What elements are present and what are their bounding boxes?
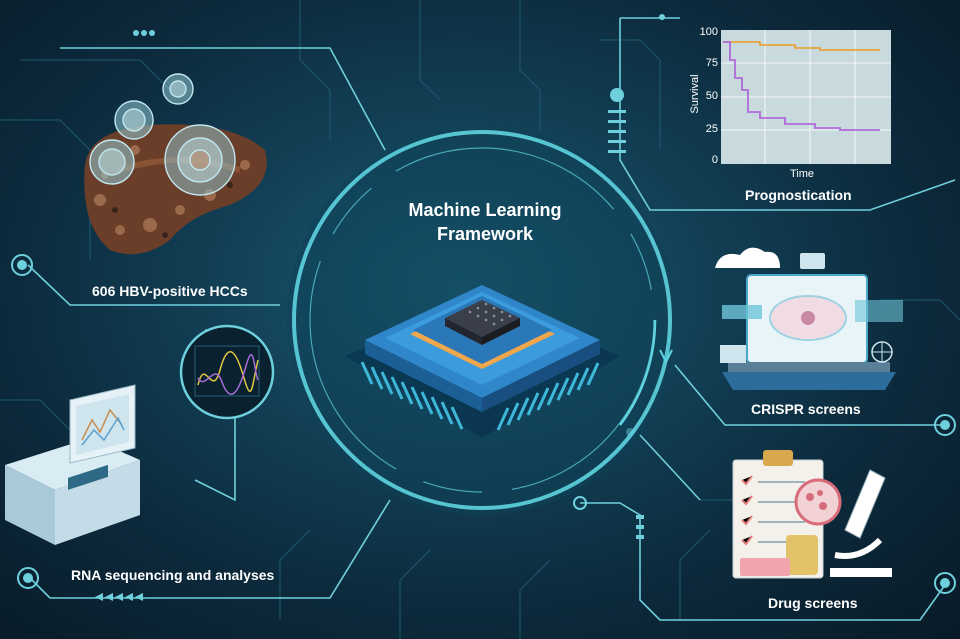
connector-drug-inner — [639, 434, 701, 501]
node-bar — [636, 535, 644, 539]
drug-screens-illustration — [732, 450, 892, 579]
connector-drug — [580, 502, 946, 621]
survival-plot — [721, 30, 891, 164]
y-tick-label: 100 — [699, 26, 718, 38]
y-tick-label: 75 — [705, 57, 718, 69]
microscope-icon — [844, 469, 886, 539]
title-line-1: Machine Learning — [408, 200, 562, 220]
pill-bottle-icon — [786, 535, 818, 575]
signal-graph-circle — [179, 324, 275, 420]
target-ring-hcc — [11, 254, 33, 276]
node-bar — [608, 150, 626, 153]
target-ring-drug — [934, 572, 956, 594]
diagram-title: Machine Learning Framework — [380, 198, 590, 246]
pill-pack-icon — [740, 558, 790, 576]
node-bar — [608, 110, 626, 113]
label-prognostication: Prognostication — [745, 187, 852, 203]
y-tick-label: 50 — [705, 90, 718, 102]
node-bar — [608, 120, 626, 123]
node-bar — [608, 130, 626, 133]
node-dot — [133, 30, 139, 36]
label-drug-screens: Drug screens — [768, 595, 858, 611]
target-ring-rna — [17, 567, 39, 589]
node-dot — [659, 14, 665, 20]
node-dot — [149, 30, 155, 36]
chip-icon — [345, 285, 620, 438]
node-bar — [608, 140, 626, 143]
node-bar — [636, 515, 644, 519]
label-crispr-screens: CRISPR screens — [751, 401, 861, 417]
code-window-icon — [800, 253, 825, 269]
y-tick-label: 0 — [711, 154, 718, 166]
y-tick-label: 25 — [705, 123, 718, 135]
label-hbv-hccs: 606 HBV-positive HCCs — [92, 283, 248, 299]
target-ring-crispr — [934, 414, 956, 436]
arrow-markers — [95, 593, 143, 601]
sequencer-illustration — [5, 384, 140, 545]
connector-top-left — [60, 47, 386, 151]
crispr-laptop-illustration — [715, 247, 903, 390]
title-line-2: Framework — [436, 224, 534, 244]
clipboard-clip-icon — [763, 450, 793, 466]
survival-x-axis-label: Time — [790, 168, 815, 180]
liver-virus-illustration — [84, 73, 267, 255]
survival-line-high — [723, 41, 880, 51]
virion-icon — [89, 73, 236, 196]
node-ring — [573, 496, 587, 510]
node-dot — [610, 88, 624, 102]
connector-crispr — [674, 364, 945, 426]
connector-rna — [29, 499, 391, 599]
node-dot — [141, 30, 147, 36]
survival-line-low — [723, 41, 880, 131]
label-rna-sequencing: RNA sequencing and analyses — [71, 567, 275, 583]
survival-y-axis-label: Survival — [689, 74, 701, 114]
node-bar — [636, 525, 644, 529]
target-rings — [11, 254, 956, 594]
cloud-icon — [715, 247, 780, 268]
connector-hcc — [27, 264, 280, 306]
